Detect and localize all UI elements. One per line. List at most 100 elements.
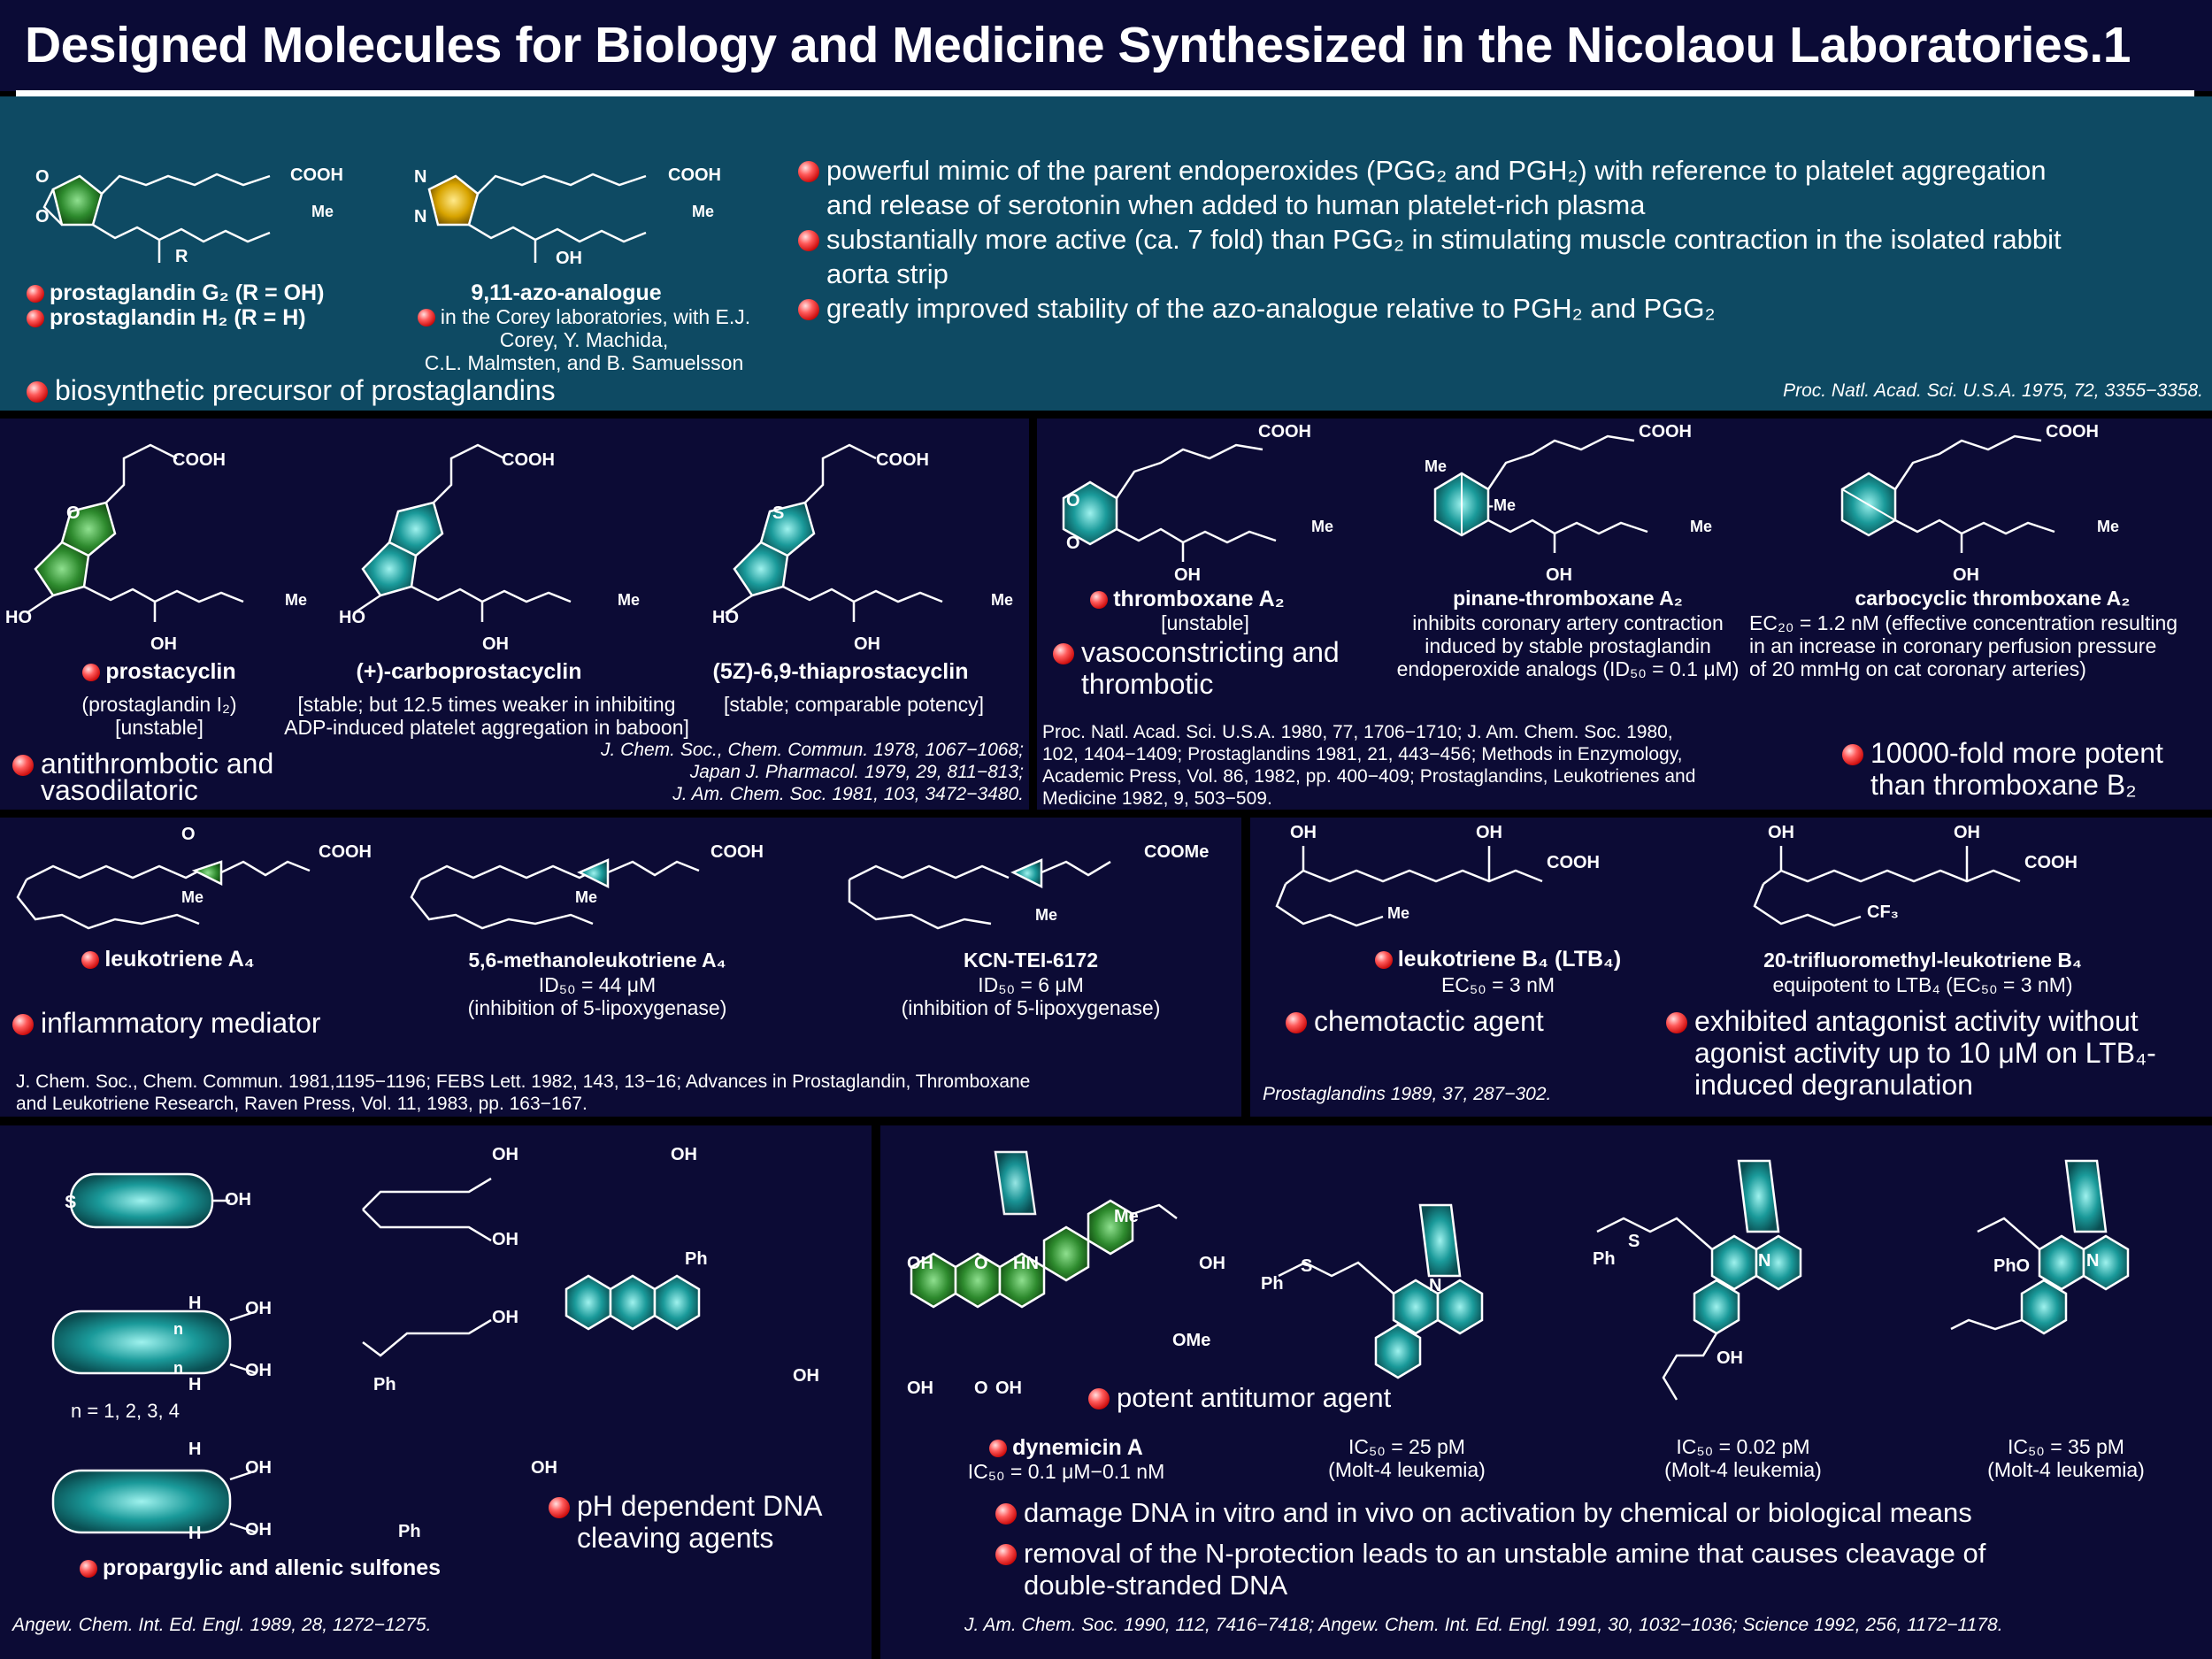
m-label-oh: OH: [1546, 565, 1572, 585]
label-thromboxane-a2: thromboxane A₂: [1072, 587, 1302, 612]
bullet-icon: [27, 310, 44, 327]
label-kcn-tei-6172: KCN-TEI-6172: [963, 949, 1099, 972]
mol2-label-cooh: COOH: [668, 165, 721, 185]
mol1-label-cooh: COOH: [290, 165, 343, 185]
p6-reference: Angew. Chem. Int. Ed. Engl. 1989, 28, 12…: [12, 1615, 432, 1635]
m-label-s: S: [1628, 1232, 1640, 1251]
m-label-h: H: [188, 1294, 202, 1313]
molecule-carboprostacyclin: [353, 443, 572, 622]
m-label-oh: OH: [1290, 823, 1317, 842]
molecule-allenic-sulfone: [362, 1318, 492, 1357]
bullet-antagonist: exhibited antagonist activity without ag…: [1666, 1005, 2156, 1101]
mol2-label-oh: OH: [556, 249, 582, 268]
label-carboprostacyclin: (+)-carboprostacyclin: [356, 659, 582, 684]
m-label-oh: OH: [492, 1308, 518, 1327]
m-label-ho: HO: [712, 608, 739, 627]
m-label-oh: OH: [245, 1299, 272, 1318]
bullet-icon: [995, 1544, 1017, 1565]
label-methanoleukotriene: 5,6-methanoleukotriene A₄: [468, 949, 726, 972]
bullet-vasoconstricting: vasoconstricting and thrombotic: [1053, 636, 1340, 700]
molecule-analogue-1: [1278, 1203, 1484, 1379]
panel-sulfones: S OH OH OH OH OH OH OH OH OH OH OH Ph Ph…: [0, 1125, 872, 1659]
dynemicin-note: IC₅₀ = 0.1 μM−0.1 nM: [967, 1460, 1165, 1483]
molecule-leukotriene-a4: [16, 860, 311, 930]
p4-reference: J. Chem. Soc., Chem. Commun. 1981,1195−1…: [16, 1071, 1031, 1114]
mol1-label-me: Me: [311, 203, 334, 220]
panel-prostaglandins: O O COOH Me R N N COOH Me OH prostagland…: [0, 96, 2212, 411]
n-range-note: n = 1, 2, 3, 4: [71, 1400, 180, 1422]
molecule-methanoleukotriene: [410, 858, 700, 930]
bullet-10000-fold: 10000-fold more potent than thromboxane …: [1842, 737, 2163, 801]
pinane-note: inhibits coronary artery contraction ind…: [1396, 611, 1740, 680]
m-label-oh: OH: [907, 1379, 933, 1398]
m-label-h: H: [188, 1524, 202, 1543]
p3-reference: Proc. Natl. Acad. Sci. U.S.A. 1980, 77, …: [1042, 722, 1696, 809]
m-label-cooh: COOH: [1547, 853, 1600, 872]
molecule-cyclic-sulfone-diol: [51, 1469, 257, 1534]
m-label-o: O: [974, 1379, 988, 1398]
bullet-ph-dependent: pH dependent DNA cleaving agents: [549, 1490, 823, 1554]
m-label-oh: OH: [1768, 823, 1794, 842]
mol1-label-o1: O: [35, 167, 50, 187]
m-label-s: S: [65, 1193, 77, 1212]
panel-leukotriene-b4: OH OH OH OH COOH COOH Me CF₃ leukotriene…: [1250, 818, 2212, 1117]
m-label-oh: OH: [482, 634, 509, 654]
label-sulfones: propargylic and allenic sulfones: [80, 1555, 441, 1581]
molecule-leukotriene-b4: [1275, 846, 1543, 927]
bullet-icon: [27, 285, 44, 303]
bullet-icon: [798, 299, 819, 320]
m-label-cooh: COOH: [173, 450, 226, 470]
m-label-ho: HO: [5, 608, 32, 627]
m-label-s: S: [1301, 1256, 1313, 1276]
m-label-ho: HO: [339, 608, 365, 627]
m-label-me: -Me: [1488, 496, 1516, 514]
m-label-n: N: [1758, 1251, 1771, 1271]
mol2-label-n2: N: [414, 207, 427, 227]
bullet-icon: [417, 309, 435, 326]
bullet-icon: [81, 951, 100, 969]
p2-reference: J. Chem. Soc., Chem. Commun. 1978, 1067−…: [600, 740, 1024, 804]
bullet-antithrombotic: antithrombotic and vasodilatoric: [12, 749, 273, 804]
m-label-me: Me: [1387, 904, 1410, 922]
m-label-o: O: [66, 503, 81, 523]
m-label-me: Me: [1311, 518, 1334, 535]
m-label-oh: OH: [995, 1379, 1022, 1398]
bullet-removal: removal of the N-protection leads to an …: [995, 1538, 1985, 1601]
m-label-pho: PhO: [1993, 1256, 2031, 1276]
label-dynemicin-a: dynemicin A: [933, 1435, 1199, 1461]
m-label-oh: OH: [492, 1230, 518, 1249]
m-label-o: O: [181, 825, 196, 844]
m-label-me: Me: [618, 591, 641, 609]
m-label-oh: OH: [1954, 823, 1980, 842]
label-leukotriene-b4: leukotriene B₄ (LTB₄): [1365, 947, 1631, 972]
m-label-me: Me: [1114, 1207, 1139, 1226]
bullet-icon: [1666, 1012, 1687, 1033]
m-label-oh: OH: [150, 634, 177, 654]
m-label-oh: OH: [854, 634, 880, 654]
p7-reference: J. Am. Chem. Soc. 1990, 112, 7416−7418; …: [964, 1615, 2003, 1635]
molecule-thiaprostacyclin: [725, 443, 943, 622]
m-label-o: O: [974, 1254, 988, 1273]
label-thiaprostacyclin: (5Z)-6,9-thiaprostacyclin: [712, 659, 969, 684]
mol1-label-o2: O: [35, 207, 50, 227]
title-bar: Designed Molecules for Biology and Medic…: [0, 0, 2212, 91]
molecule-cyclic-sulfone: [69, 1172, 230, 1229]
m-label-oh: OH: [245, 1458, 272, 1478]
m-label-ph: Ph: [398, 1522, 421, 1541]
bullet-icon: [1090, 591, 1109, 609]
bullet-damage-dna: damage DNA in vitro and in vivo on activ…: [995, 1497, 1972, 1529]
bullet-icon: [798, 230, 819, 251]
m-label-oh: OH: [225, 1190, 251, 1210]
m-label-s: S: [772, 503, 785, 523]
analogue-3-note: IC₅₀ = 35 pM(Molt-4 leukemia): [1987, 1435, 2145, 1481]
bullet-icon: [12, 755, 34, 776]
bullet-biosynthetic-precursor: biosynthetic precursor of prostaglandins: [27, 374, 556, 406]
bullet-icon: [798, 161, 819, 182]
label-prostacyclin: prostacyclin: [27, 659, 292, 685]
m-label-oh: OH: [492, 1145, 518, 1164]
bullet-icon: [27, 381, 48, 403]
m-label-oh: OH: [245, 1361, 272, 1380]
m-label-hn: HN: [1013, 1254, 1039, 1273]
panel-thromboxanes: COOH COOH COOH O O Me -Me Me Me Me OH OH…: [1037, 419, 2212, 810]
bullet-icon: [1053, 643, 1074, 664]
